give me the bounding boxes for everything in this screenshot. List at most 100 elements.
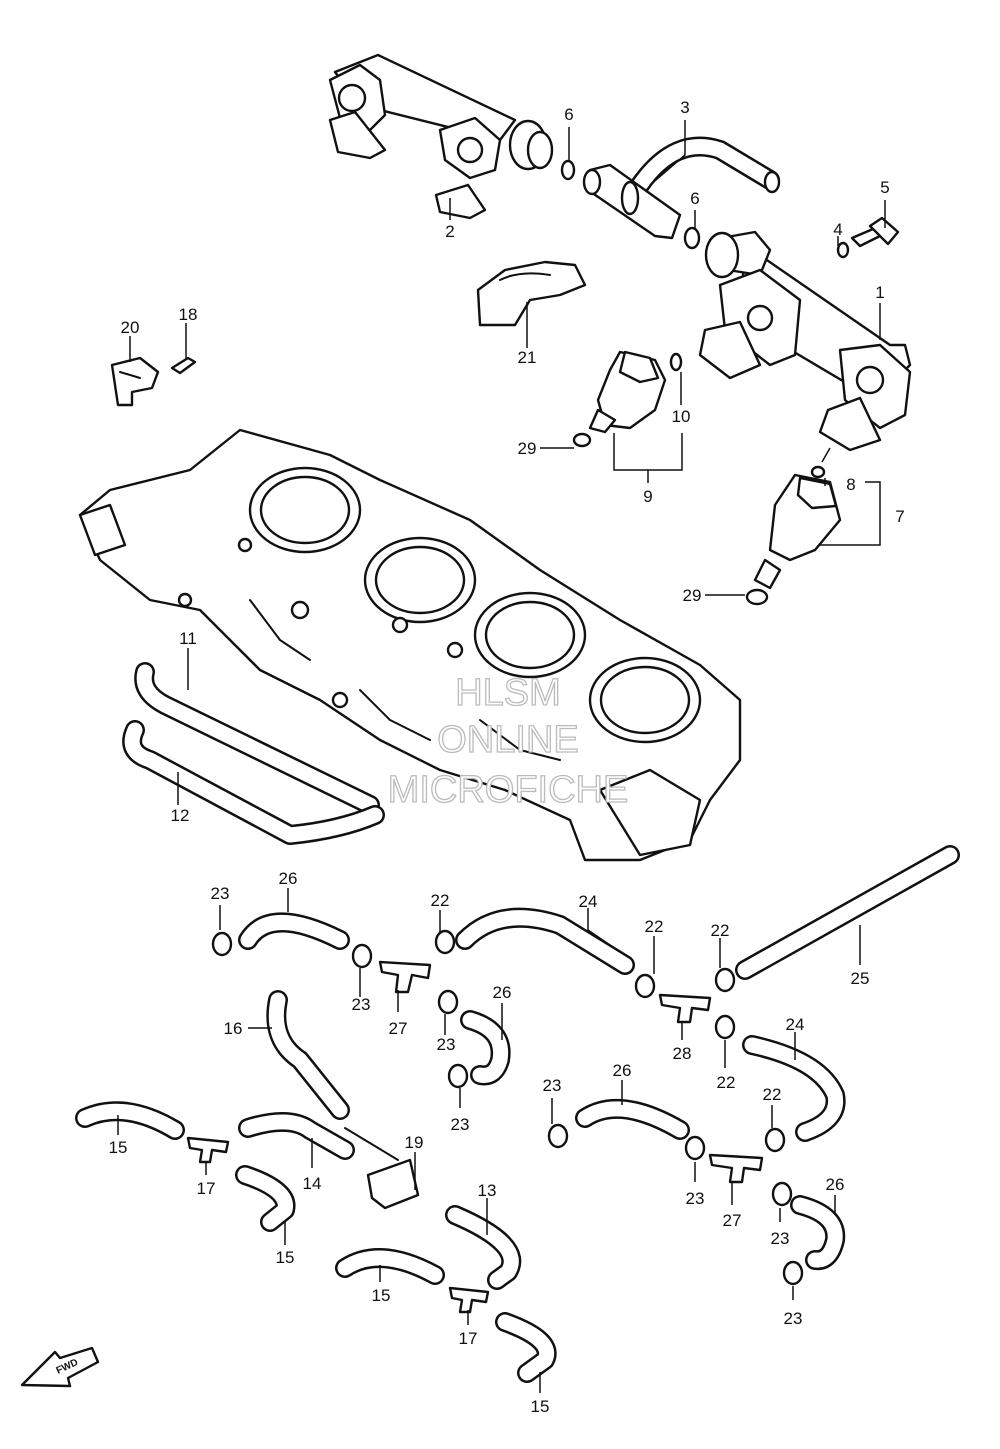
callout-29-a: 29 [518, 439, 537, 458]
watermark-line-1: HLSM [455, 672, 561, 714]
callout-29-b: 29 [683, 586, 702, 605]
fuel-delivery-pipe-front [328, 53, 554, 220]
callout-22-a: 22 [431, 891, 450, 910]
injector-primary [753, 473, 842, 590]
leader-lines [117, 120, 886, 1393]
callout-24-a: 24 [579, 892, 598, 911]
callout-23-e: 23 [543, 1076, 562, 1095]
joint-17-a [186, 1136, 230, 1164]
callout-28: 28 [673, 1044, 692, 1063]
o-ring-8 [810, 465, 826, 479]
hose-15-d [495, 1312, 557, 1383]
hose-clips [211, 929, 804, 1286]
callout-labels: 1 2 3 4 5 6 6 7 8 9 10 11 12 13 14 15 15… [109, 98, 905, 1416]
hose-26-a [238, 912, 350, 950]
callout-3: 3 [680, 98, 689, 117]
watermark: HLSM ONLINE MICROFICHE [387, 671, 629, 811]
callout-9: 9 [643, 487, 652, 506]
callout-15-b: 15 [276, 1248, 295, 1267]
fuel-pipe-joint [582, 163, 682, 240]
seal-29-upper [572, 432, 592, 448]
callout-19: 19 [405, 1133, 424, 1152]
watermark-line-3: MICROFICHE [388, 769, 629, 811]
hose-15-c [335, 1248, 445, 1285]
callout-26-b: 26 [493, 983, 512, 1002]
o-ring-6-upper [560, 159, 576, 181]
hose-13 [445, 1205, 522, 1290]
fwd-arrow-icon: FWD [20, 1346, 100, 1388]
valve-19 [344, 1127, 420, 1210]
hose-26-c [575, 1098, 690, 1140]
hose-14 [238, 1111, 355, 1160]
callout-22-e: 22 [763, 1085, 782, 1104]
watermark-line-2: ONLINE [437, 719, 578, 761]
callout-18: 18 [179, 305, 198, 324]
hose-26-d [790, 1195, 846, 1271]
hose-24-a [455, 907, 635, 975]
callout-23-a: 23 [211, 884, 230, 903]
callout-6-lower: 6 [690, 189, 699, 208]
callout-14: 14 [303, 1174, 322, 1193]
callout-25: 25 [851, 969, 870, 988]
hose-25 [735, 845, 960, 980]
callout-16: 16 [224, 1019, 243, 1038]
callout-4: 4 [833, 220, 842, 239]
callout-17-a: 17 [197, 1179, 216, 1198]
callout-23-f: 23 [686, 1189, 705, 1208]
callout-26-a: 26 [279, 869, 298, 888]
callout-24-b: 24 [786, 1015, 805, 1034]
callout-15-d: 15 [531, 1397, 550, 1416]
pipe-clamp-21 [476, 260, 587, 327]
joint-17-b [448, 1286, 490, 1314]
hose-15-a [75, 1101, 185, 1140]
callout-15-a: 15 [109, 1138, 128, 1157]
callout-2: 2 [445, 222, 454, 241]
callout-22-b: 22 [645, 917, 664, 936]
joint-28 [658, 993, 712, 1024]
injector-secondary [588, 350, 667, 434]
callout-23-g: 23 [771, 1229, 790, 1248]
callout-23-c: 23 [437, 1035, 456, 1054]
callout-17-b: 17 [459, 1329, 478, 1348]
callout-7: 7 [895, 507, 904, 526]
o-ring-6-lower [683, 226, 701, 250]
callout-23-d: 23 [451, 1115, 470, 1134]
callout-27-a: 27 [389, 1019, 408, 1038]
callout-22-d: 22 [717, 1073, 736, 1092]
callout-13: 13 [478, 1181, 497, 1200]
callout-10: 10 [672, 407, 691, 426]
callout-11: 11 [179, 629, 197, 648]
hose-26-b [460, 1010, 511, 1086]
callout-22-c: 22 [711, 921, 730, 940]
callout-12: 12 [171, 806, 190, 825]
callout-15-c: 15 [372, 1286, 391, 1305]
callout-23-h: 23 [784, 1309, 803, 1328]
hose-15-b [235, 1165, 296, 1232]
callout-5: 5 [880, 178, 889, 197]
hose-16 [266, 990, 350, 1120]
gasket-12 [122, 720, 385, 845]
fuel-delivery-pipe-rear [698, 230, 912, 452]
callout-26-d: 26 [826, 1175, 845, 1194]
sensor-20 [110, 356, 160, 407]
callout-8: 8 [846, 475, 855, 494]
callout-23-b: 23 [352, 995, 371, 1014]
callout-27-b: 27 [723, 1211, 742, 1230]
fuel-feed-hose [630, 136, 781, 195]
callout-26-c: 26 [613, 1061, 632, 1080]
gasket-11 [134, 662, 380, 815]
callout-6-upper: 6 [564, 105, 573, 124]
callout-21: 21 [518, 348, 537, 367]
seal-29-lower [745, 588, 769, 606]
o-ring-10 [669, 352, 683, 372]
joint-27-b [708, 1153, 764, 1184]
joint-27-a [378, 960, 432, 994]
screw-18 [170, 356, 197, 375]
callout-1: 1 [875, 283, 884, 302]
callout-20: 20 [121, 318, 140, 337]
throttle-body-assembly [78, 428, 742, 862]
washer-4 [836, 241, 850, 259]
bolt-5 [850, 216, 900, 248]
